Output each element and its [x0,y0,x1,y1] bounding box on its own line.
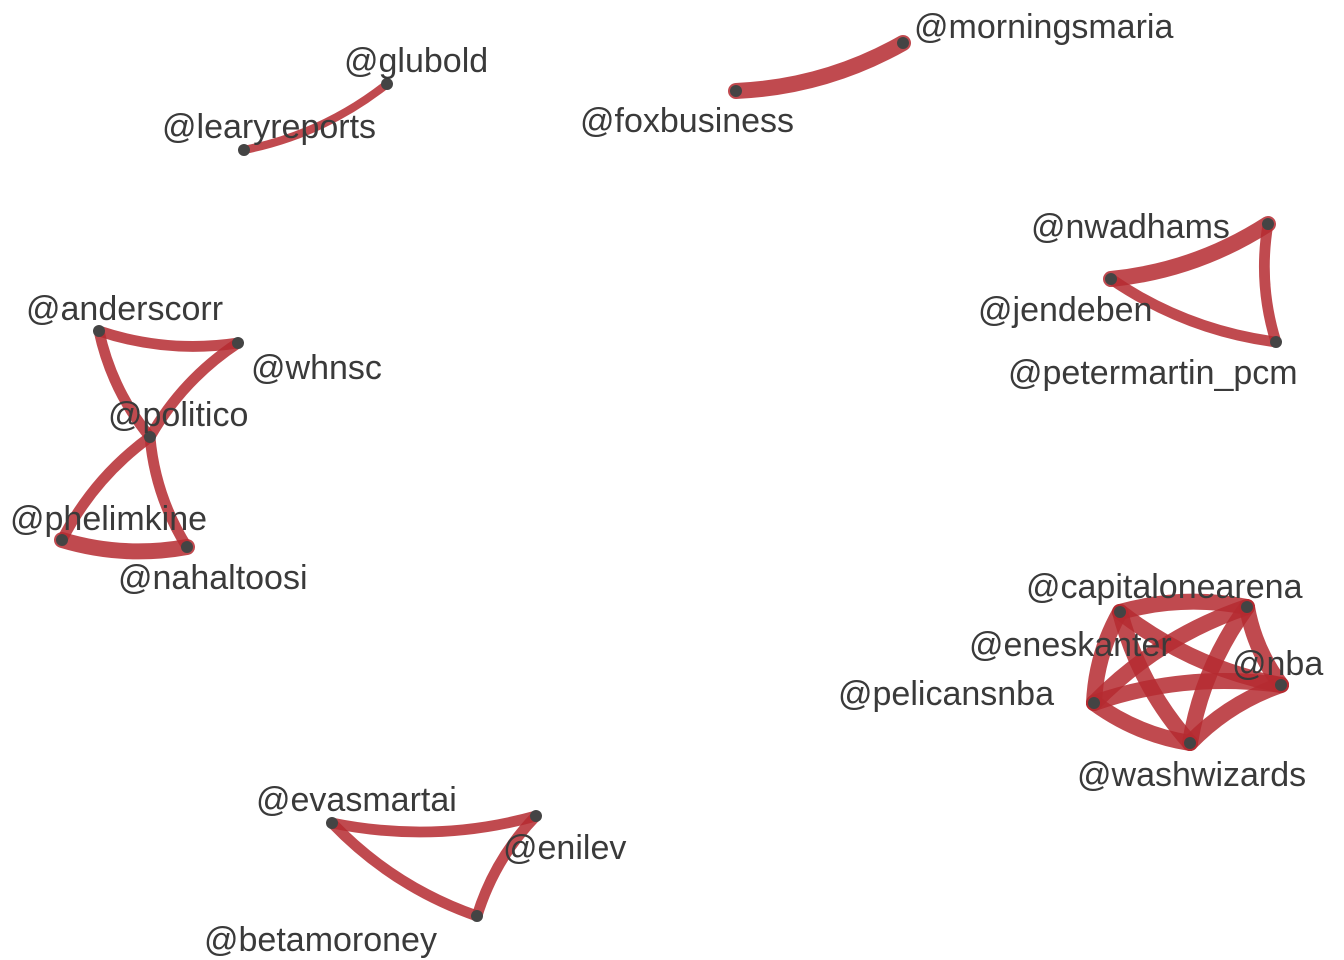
node-label-phelimkine: @phelimkine [10,500,207,538]
edge-jendeben-nwadhams [1103,216,1276,287]
node-foxbusiness [730,85,742,97]
node-label-evasmartai: @evasmartai [256,781,457,819]
node-label-whnsc: @whnsc [251,349,382,387]
edge-phelimkine-nahaltoosi [54,532,195,560]
node-label-glubold: @glubold [344,42,488,80]
edge-nba-pelicansnba [1086,672,1289,711]
node-eneskanter [1114,606,1126,618]
node-label-nba: @nba [1232,645,1323,683]
edge-learyreports-glubold [239,79,392,155]
edge-capitalonearena-pelicansnba [1086,599,1255,711]
node-betamoroney [471,910,483,922]
node-jendeben [1105,273,1117,285]
labels-layer: @glubold @learyreports @morningsmaria @foxb… [10,8,1323,959]
node-washwizards [1184,737,1196,749]
node-label-politico: @politico [108,396,248,434]
edge-anderscorr-whnsc [93,325,244,352]
edge-nwadhams-petermartin_pcm [1258,218,1282,348]
node-phelimkine [56,534,68,546]
node-label-anderscorr: @anderscorr [26,290,223,328]
node-nahaltoosi [181,541,193,553]
node-label-nahaltoosi: @nahaltoosi [118,559,308,597]
edge-politico-phelimkine [56,431,156,546]
node-politico [144,431,156,443]
edge-enilev-betamoroney [471,810,542,922]
edge-politico-nahaltoosi [144,431,193,553]
node-label-betamoroney: @betamoroney [204,921,437,959]
edge-evasmartai-betamoroney [326,817,483,922]
node-label-enilev: @enilev [503,829,626,867]
node-label-nwadhams: @nwadhams [1031,208,1230,246]
edge-anderscorr-politico [93,325,156,443]
node-whnsc [232,337,244,349]
edge-whnsc-politico [144,337,244,443]
node-petermartin_pcm [1270,336,1282,348]
node-label-capitalonearena: @capitalonearena [1026,568,1303,606]
node-evasmartai [326,817,338,829]
edge-evasmartai-enilev [326,810,542,838]
node-label-foxbusiness: @foxbusiness [580,102,794,140]
edges-layer [54,35,1289,922]
node-label-petermartin_pcm: @petermartin_pcm [1008,354,1298,392]
node-label-washwizards: @washwizards [1077,756,1306,794]
node-label-learyreports: @learyreports [162,108,376,146]
edge-jendeben-petermartin_pcm [1105,273,1282,348]
node-pelicansnba [1088,697,1100,709]
node-enilev [530,810,542,822]
node-capitalonearena [1241,601,1253,613]
node-label-eneskanter: @eneskanter [969,626,1172,664]
nodes-layer [56,37,1287,922]
node-morningsmaria [897,37,909,49]
edge-nba-washwizards [1182,677,1289,751]
node-learyreports [238,144,250,156]
node-glubold [381,78,393,90]
node-label-jendeben: @jendeben [978,291,1152,329]
edge-capitalonearena-washwizards [1182,599,1255,751]
node-label-pelicansnba: @pelicansnba [838,675,1054,713]
node-nwadhams [1262,218,1274,230]
edge-foxbusiness-morningsmaria [728,35,911,99]
node-nba [1275,679,1287,691]
node-anderscorr [93,325,105,337]
edge-pelicansnba-washwizards [1086,695,1198,751]
node-label-morningsmaria: @morningsmaria [914,8,1173,46]
